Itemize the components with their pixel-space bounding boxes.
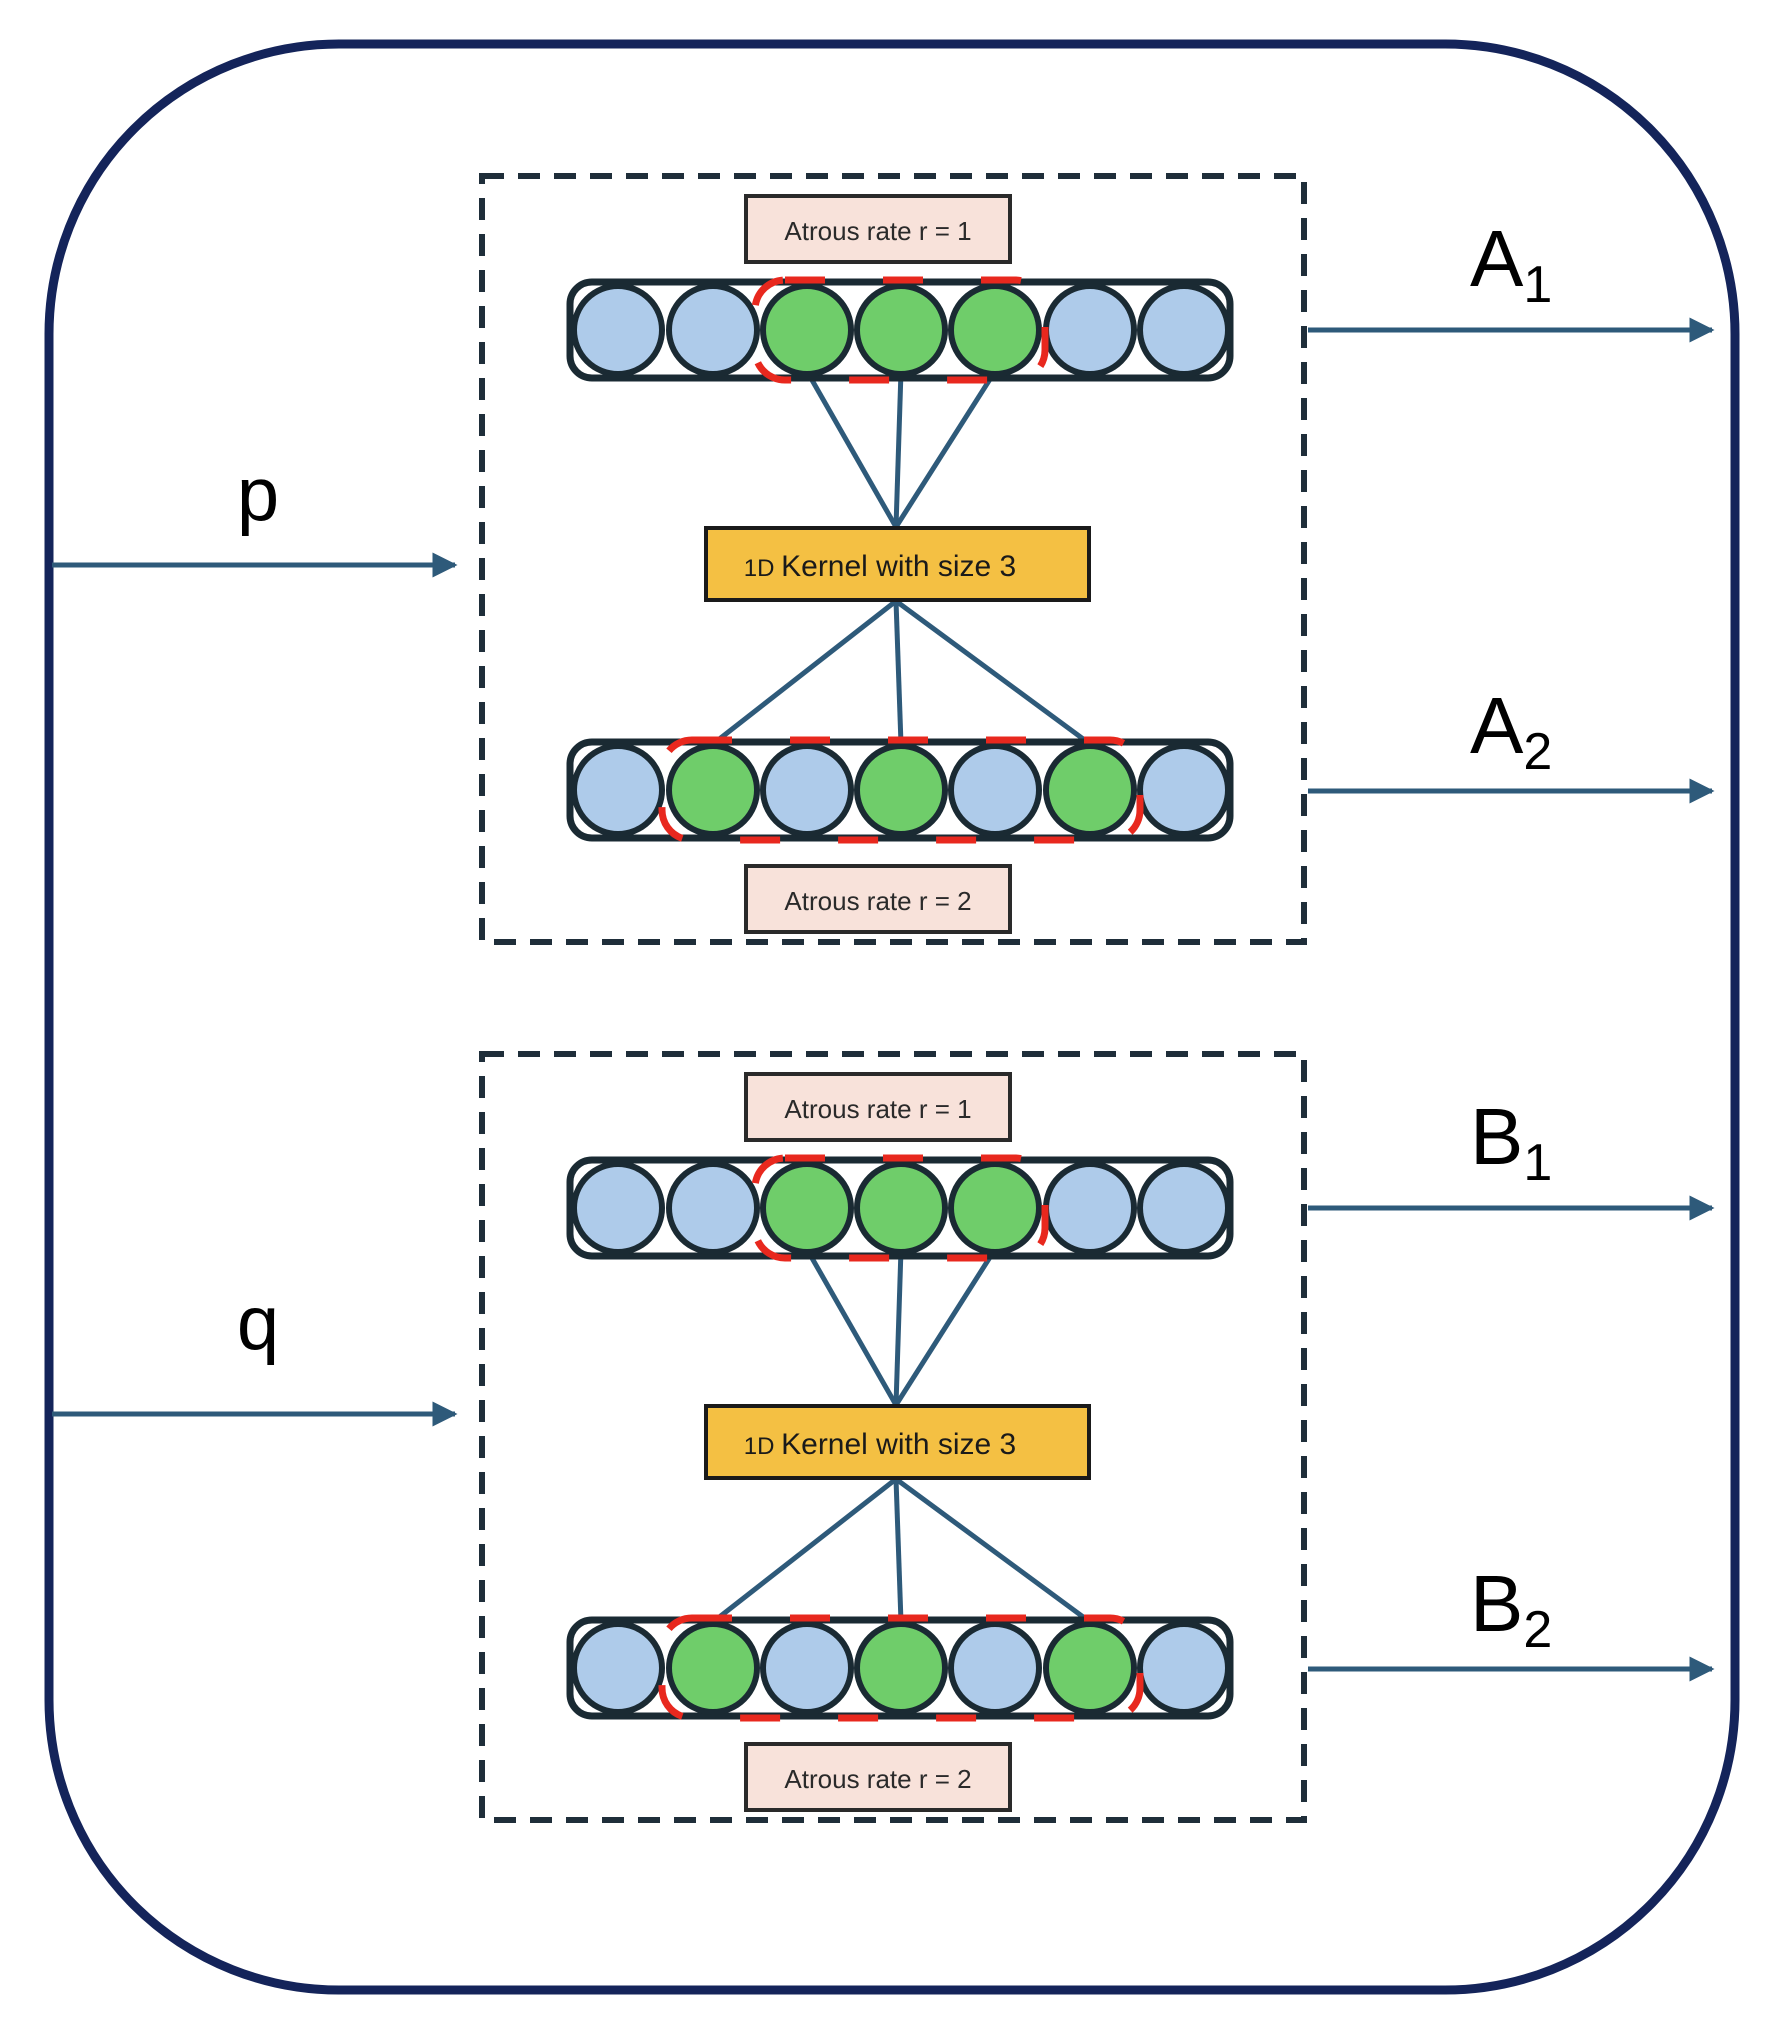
kernel-link-top-1 [807,374,899,529]
top-rate-label: Atrous rate r = 1 [744,194,1012,264]
output-label: B1 [1470,1092,1552,1192]
cell-blue [1137,743,1231,837]
cell-blue [571,1621,665,1715]
cell-blue [760,743,854,837]
cell-green [666,1621,760,1715]
kernel-link-top-3 [893,1252,995,1407]
output-a2: A2 [1308,681,1715,804]
kernel-link-top-2 [893,1253,904,1406]
cell-green [948,1161,1042,1255]
cell-blue [948,1621,1042,1715]
input-p: p [52,452,458,578]
rate-label-box [744,1072,1012,1142]
cell-blue [1137,1621,1231,1715]
output-letter: A [1470,214,1524,303]
cell-blue [1137,283,1231,377]
receptive-field-highlight [658,1614,1144,1722]
rate-label-box [744,864,1012,934]
kernel-name: Kernel with size 3 [781,1428,1016,1461]
cell-green [666,743,760,837]
cell-blue [666,1161,760,1255]
cell-green [760,1161,854,1255]
top-rate-label: Atrous rate r = 1 [744,1072,1012,1142]
kernel-link-bottom-3 [894,598,1092,747]
rate-label-text: Atrous rate r = 1 [784,1094,971,1124]
rate-label-text: Atrous rate r = 2 [784,1764,971,1794]
rate-label-box [744,1742,1012,1812]
kernel-box: 1D Kernel with size 3 [704,526,1091,602]
output-b2: B2 [1308,1559,1715,1682]
cell-green [854,743,948,837]
kernel-box-rect [704,526,1091,602]
cell-green [760,283,854,377]
input-q: q [52,1281,458,1427]
cell-green [948,283,1042,377]
kernel-link-bottom-1 [711,599,898,746]
kernel-link-bottom-2 [893,1478,904,1623]
kernel-link-top-1 [807,1252,899,1407]
bottom-rate-label: Atrous rate r = 2 [744,1742,1012,1812]
rate-label-text: Atrous rate r = 2 [784,886,971,916]
input-row-rate-2 [566,1614,1234,1722]
cell-blue [571,743,665,837]
receptive-field-highlight [751,1154,1049,1262]
cell-blue [1137,1161,1231,1255]
output-label: A1 [1470,214,1552,314]
blocks-layer: Atrous rate r = 1 Atrous rate r = 2 1D Ker… [479,173,1715,1823]
input-q-label: q [237,1281,279,1366]
kernel-box: 1D Kernel with size 3 [704,1404,1091,1480]
bottom-rate-label: Atrous rate r = 2 [744,864,1012,934]
receptive-field-highlight [751,276,1049,384]
receptive-field-highlight [658,736,1144,844]
kernel-link-bottom-3 [894,1476,1092,1625]
cell-green [854,283,948,377]
kernel-label: 1D Kernel with size 3 [744,550,1016,583]
cell-green [1043,743,1137,837]
kernel-box-rect [704,1404,1091,1480]
cell-blue [1043,283,1137,377]
cell-blue [948,743,1042,837]
rate-label-box [744,194,1012,264]
output-label: A2 [1470,681,1552,781]
conv-block-1: Atrous rate r = 1 Atrous rate r = 2 1D Ker… [479,173,1715,945]
kernel-name: Kernel with size 3 [781,550,1016,583]
output-subscript: 1 [1523,1134,1552,1192]
input-row-rate-1 [566,276,1234,384]
kernel-link-top-3 [893,374,995,529]
output-label: B2 [1470,1559,1552,1659]
output-b1: B1 [1308,1092,1715,1221]
kernel-label: 1D Kernel with size 3 [744,1428,1016,1461]
cell-green [1043,1621,1137,1715]
conv-block-2: Atrous rate r = 1 Atrous rate r = 2 1D Ker… [479,1051,1715,1823]
output-subscript: 2 [1523,1601,1552,1659]
cell-blue [571,283,665,377]
rate-label-text: Atrous rate r = 1 [784,216,971,246]
output-letter: B [1470,1092,1523,1181]
outer-frame [44,39,1740,1995]
dashed-container [479,1051,1307,1823]
output-subscript: 2 [1523,723,1552,781]
cell-blue [666,283,760,377]
output-letter: B [1470,1559,1523,1648]
output-a1: A1 [1308,214,1715,343]
dashed-container [479,173,1307,945]
kernel-link-bottom-2 [893,600,904,745]
cell-blue [1043,1161,1137,1255]
output-subscript: 1 [1523,256,1552,314]
cell-blue [571,1161,665,1255]
kernel-prefix: 1D [744,555,781,582]
input-row-rate-1 [566,1154,1234,1262]
cell-green [854,1161,948,1255]
kernel-link-bottom-1 [711,1477,898,1624]
cell-green [854,1621,948,1715]
cell-blue [760,1621,854,1715]
input-row-rate-2 [566,736,1234,844]
kernel-link-top-2 [893,375,904,528]
input-p-label: p [237,452,279,537]
kernel-prefix: 1D [744,1433,781,1460]
output-letter: A [1470,681,1524,770]
